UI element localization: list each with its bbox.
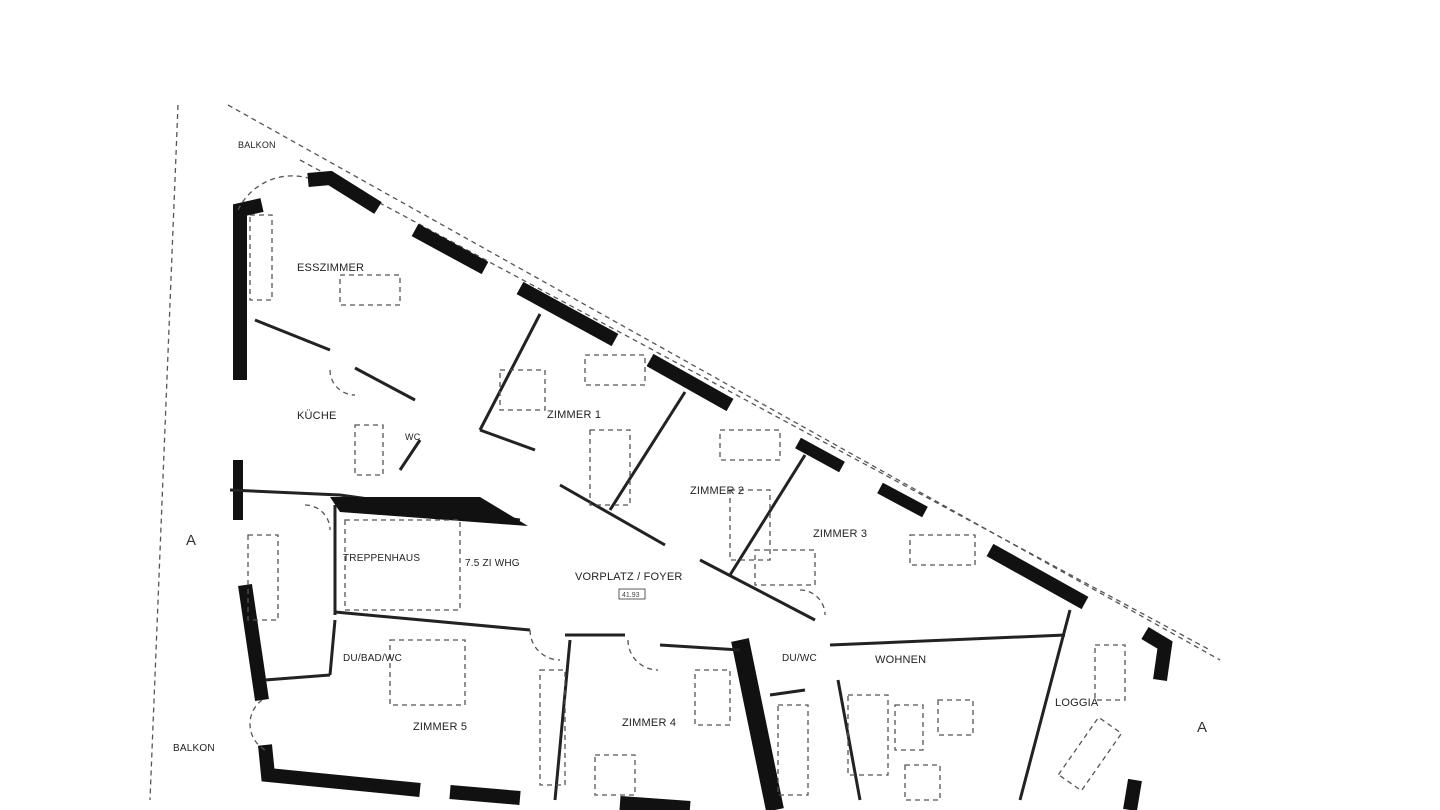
label-balkon-bottom: BALKON [173,743,215,754]
wardrobe-zimmer1 [589,429,631,506]
facade-line [299,159,1211,651]
door-swing [304,504,331,531]
label-loggia: LOGGIA [1055,697,1099,709]
label-kueche: KÜCHE [297,410,337,422]
section-marker-left: A [186,532,196,549]
label-unit: 7.5 ZI WHG [465,558,520,569]
label-zimmer1: ZIMMER 1 [547,409,601,421]
bathtub [247,534,279,621]
exterior-walls [233,170,1173,810]
dining-table [339,274,401,306]
label-wc: WC [405,432,421,442]
label-duwc: DU/WC [782,653,817,664]
sofa [847,694,889,776]
label-zimmer5: ZIMMER 5 [413,721,467,733]
staircase [344,519,461,611]
section-marker-right: A [1197,719,1207,736]
room-labels: BALKON ESSZIMMER KÜCHE WC ZIMMER 1 ZIMME… [173,140,1207,754]
armchair [937,699,974,736]
label-wohnen: WOHNEN [875,654,926,666]
armchair-2 [904,764,941,801]
label-vorplatz: VORPLATZ / FOYER [575,571,683,583]
lounge-bench [1057,716,1123,792]
furniture [237,175,1126,801]
label-esszimmer: ESSZIMMER [297,262,364,274]
bed-zimmer5 [389,639,466,706]
shower [777,704,809,796]
label-dubadwc: DU/BAD/WC [343,653,402,664]
kitchen-counter [354,424,384,476]
coffee-table [894,704,924,751]
interior-walls [229,313,1072,801]
label-zimmer2: ZIMMER 2 [690,485,744,497]
label-zimmer3: ZIMMER 3 [813,528,867,540]
property-line [227,104,1221,661]
bed-zimmer4 [694,669,731,726]
section-guide-line [149,104,179,801]
bed-zimmer3 [754,549,816,586]
desk-zimmer3 [909,534,976,566]
door-swing [529,629,561,661]
desk-zimmer4 [594,754,636,796]
door-swing [799,589,826,616]
label-balkon-top: BALKON [238,140,276,150]
built-in-cabinet [249,214,273,301]
balcony-bottom-outline [249,699,266,751]
loggia-chairs [1094,644,1126,701]
label-vorplatz-tag: 41.93 [622,592,640,599]
balcony-top-outline [237,175,309,211]
wardrobe-zimmer4 [539,669,566,786]
label-treppenhaus: TREPPENHAUS [343,553,420,564]
label-zimmer4: ZIMMER 4 [622,717,676,729]
desk-zimmer2 [719,429,781,461]
door-swing [627,639,659,671]
desk-zimmer1 [584,354,646,386]
bed-zimmer1 [499,369,546,411]
door-swing [329,369,356,396]
wardrobe-zimmer2 [729,489,771,561]
